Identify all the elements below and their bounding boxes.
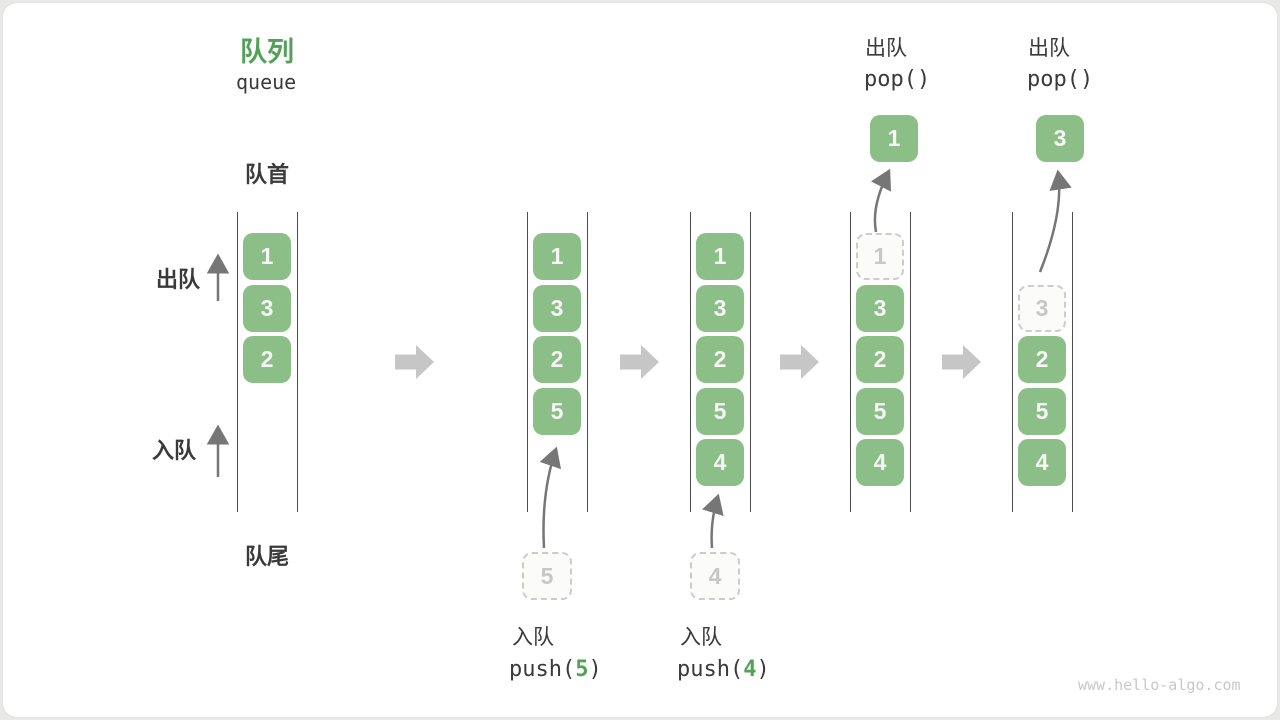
- label-queue-front: 队首: [245, 162, 290, 187]
- staged-value-box: 4: [690, 552, 740, 600]
- label-enqueue-direction: 入队: [152, 438, 197, 463]
- queue-block: 3: [533, 285, 581, 332]
- call-arg: 5: [575, 657, 589, 682]
- pop1-label: 出队: [865, 37, 907, 60]
- call-close: ): [756, 657, 770, 682]
- push4-call: push(4): [677, 657, 770, 682]
- staged-value: 4: [708, 562, 722, 589]
- block-value: 1: [873, 243, 887, 269]
- queue-block-removed: 3: [1018, 285, 1066, 332]
- queue-block: 1: [696, 233, 744, 280]
- queue-state-5: 3 2 5 4: [1012, 212, 1073, 512]
- queue-block: 2: [243, 336, 291, 383]
- block-value: 1: [260, 243, 274, 269]
- popped-value: 1: [887, 125, 901, 151]
- popped-value: 3: [1053, 125, 1067, 151]
- popped-value-box: 1: [870, 115, 918, 162]
- staged-value: 5: [540, 562, 554, 589]
- push5-label: 入队: [512, 626, 554, 649]
- watermark: www.hello-algo.com: [1078, 676, 1241, 694]
- call-open: push(: [509, 657, 576, 682]
- queue-block: 2: [533, 336, 581, 383]
- block-value: 2: [550, 346, 564, 372]
- pop1-call: pop(): [864, 67, 931, 92]
- block-value: 5: [713, 398, 727, 424]
- block-value: 1: [550, 243, 564, 269]
- queue-block: 3: [856, 285, 904, 332]
- block-value: 4: [713, 449, 727, 475]
- block-value: 3: [713, 295, 727, 321]
- queue-block: 3: [696, 285, 744, 332]
- block-value: 3: [873, 295, 887, 321]
- call-arg: 4: [743, 657, 757, 682]
- block-value: 5: [550, 398, 564, 424]
- diagram-title-cn: 队列: [240, 37, 294, 67]
- block-value: 2: [260, 346, 274, 372]
- block-value: 3: [550, 295, 564, 321]
- block-value: 1: [713, 243, 727, 269]
- queue-block-removed: 1: [856, 233, 904, 280]
- queue-block: 5: [696, 388, 744, 435]
- block-value: 2: [873, 346, 887, 372]
- queue-block: 1: [243, 233, 291, 280]
- queue-block: 1: [533, 233, 581, 280]
- queue-block: 4: [696, 439, 744, 486]
- block-value: 4: [873, 449, 887, 475]
- queue-block: 5: [856, 388, 904, 435]
- block-value: 5: [873, 398, 887, 424]
- push5-call: push(5): [509, 657, 602, 682]
- push4-label: 入队: [680, 626, 722, 649]
- call-open: push(: [677, 657, 744, 682]
- queue-block: 2: [1018, 336, 1066, 383]
- call-close: ): [588, 657, 602, 682]
- block-value: 3: [260, 295, 274, 321]
- queue-block: 5: [533, 388, 581, 435]
- block-value: 2: [1035, 346, 1049, 372]
- staged-value-box: 5: [522, 552, 572, 600]
- pop3-call: pop(): [1027, 67, 1094, 92]
- queue-block: 3: [243, 285, 291, 332]
- queue-block: 5: [1018, 388, 1066, 435]
- queue-state-1: 1 3 2: [237, 212, 298, 512]
- queue-block: 4: [856, 439, 904, 486]
- label-dequeue-direction: 出队: [156, 267, 201, 292]
- queue-block: 2: [696, 336, 744, 383]
- queue-state-2: 1 3 2 5: [527, 212, 588, 512]
- queue-state-4: 1 3 2 5 4: [850, 212, 911, 512]
- diagram-title-en: queue: [236, 70, 297, 94]
- queue-block: 2: [856, 336, 904, 383]
- block-value: 4: [1035, 449, 1049, 475]
- diagram-card: [3, 3, 1277, 717]
- block-value: 3: [1035, 295, 1049, 321]
- label-queue-rear: 队尾: [245, 544, 290, 569]
- popped-value-box: 3: [1036, 115, 1084, 162]
- pop3-label: 出队: [1028, 37, 1070, 60]
- queue-block: 4: [1018, 439, 1066, 486]
- block-value: 5: [1035, 398, 1049, 424]
- block-value: 2: [713, 346, 727, 372]
- queue-state-3: 1 3 2 5 4: [690, 212, 751, 512]
